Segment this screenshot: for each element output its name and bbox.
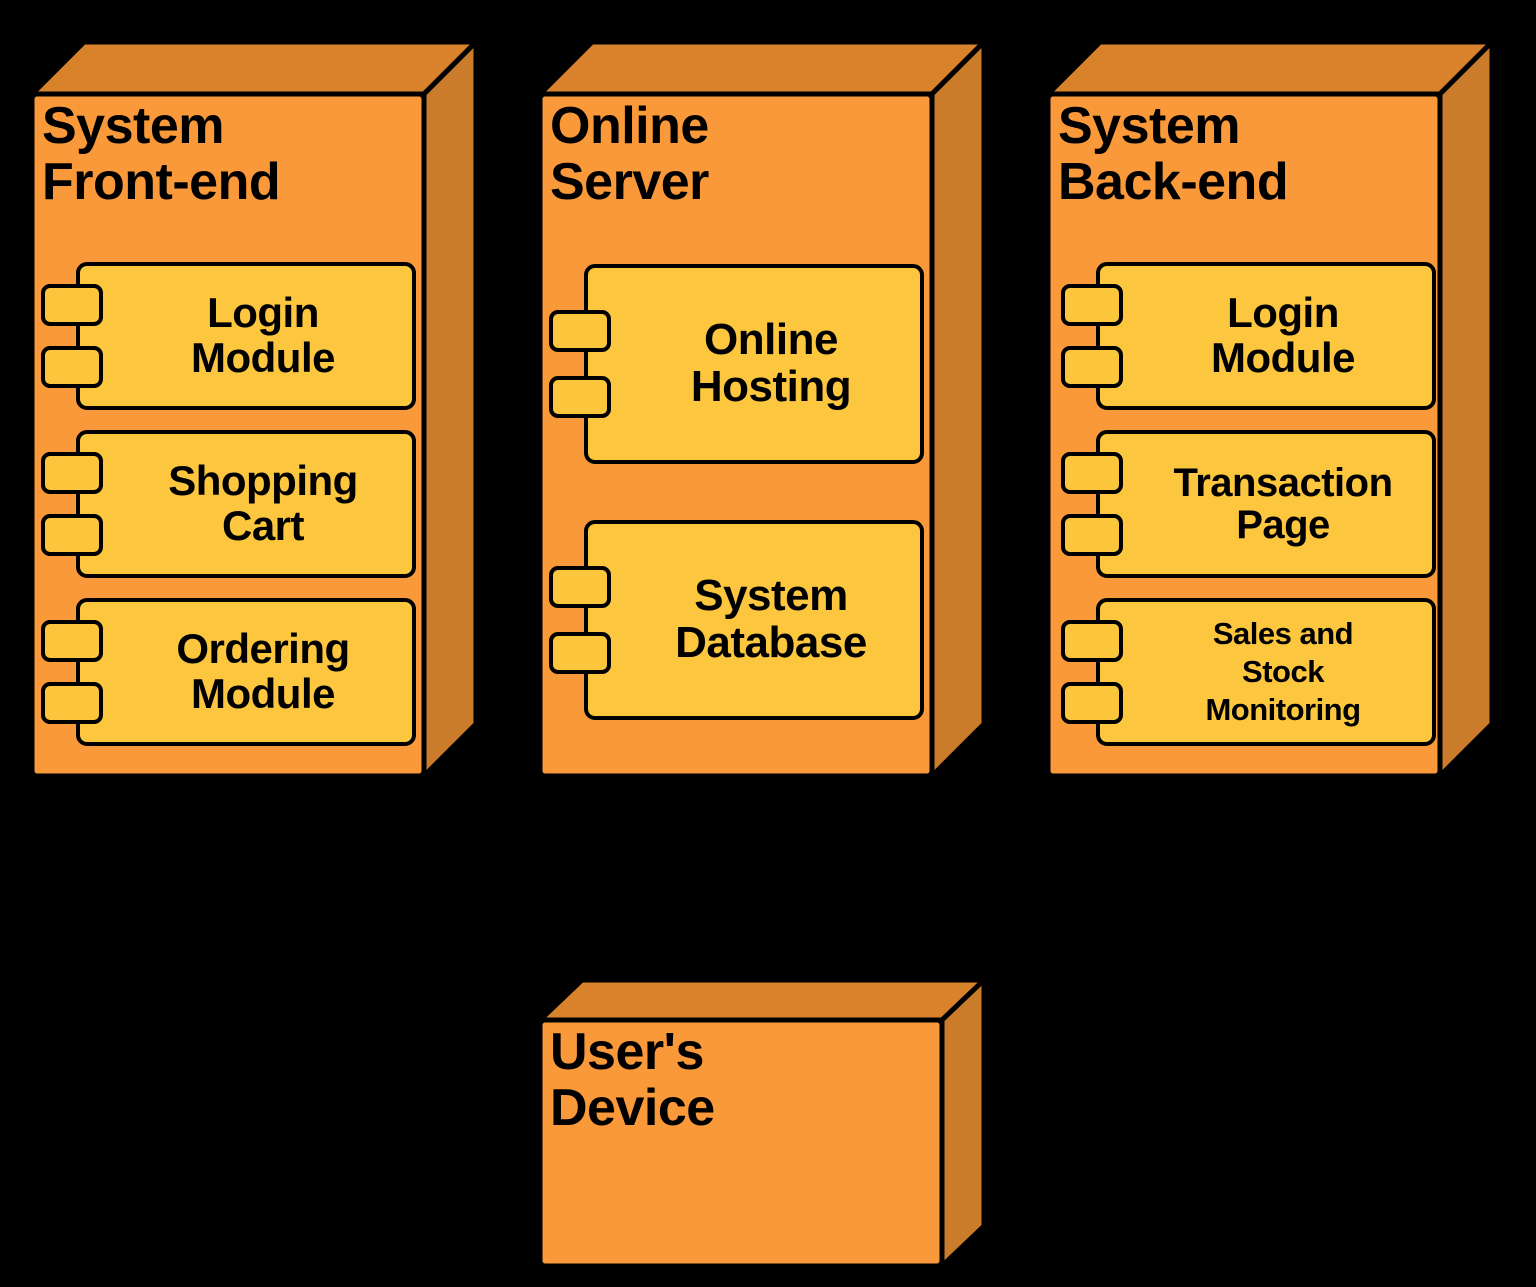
node-3d-shape-users-device — [537, 977, 987, 1269]
node-system-back-end[interactable]: System Back-end Login Module Transaction… — [1044, 32, 1496, 779]
component-tab-icon-top — [1061, 620, 1123, 662]
component-tab-icon-bottom — [41, 346, 103, 388]
node-users-device[interactable]: User's Device — [536, 972, 988, 1272]
component-tab-icon-bottom — [41, 682, 103, 724]
component-label-ordering-module: Ordering Module — [176, 625, 350, 717]
component-label-transaction-page: Transaction Page — [1173, 460, 1393, 547]
component-tab-icon-top — [1061, 284, 1123, 326]
component-label-system-database: System Database — [675, 571, 867, 667]
component-tab-icon-top — [41, 284, 103, 326]
component-label-shopping-cart: Shopping Cart — [168, 457, 358, 549]
node-title-system-front-end: System Front-end — [42, 97, 281, 212]
component-sales-and-stock-monitoring[interactable]: Sales and Stock Monitoring — [1061, 598, 1436, 746]
component-online-hosting[interactable]: Online Hosting — [549, 264, 924, 464]
component-box-online-hosting[interactable]: Online Hosting — [584, 264, 924, 464]
component-login-module[interactable]: Login Module — [41, 262, 416, 410]
component-tab-icon-bottom — [549, 376, 611, 418]
component-label-sales-and-stock-monitoring: Sales and Stock Monitoring — [1205, 616, 1361, 727]
component-box-sales-and-stock-monitoring[interactable]: Sales and Stock Monitoring — [1096, 598, 1436, 746]
component-label-online-hosting: Online Hosting — [690, 315, 852, 411]
component-label-login-module: Login Module — [191, 289, 335, 381]
component-tab-icon-top — [549, 310, 611, 352]
component-tab-icon-bottom — [1061, 346, 1123, 388]
component-tab-icon-top — [549, 566, 611, 608]
component-label-login-module-backend: Login Module — [1211, 289, 1355, 381]
component-box-login-module-backend[interactable]: Login Module — [1096, 262, 1436, 410]
node-title-system-back-end: System Back-end — [1058, 97, 1289, 212]
component-tab-icon-top — [41, 620, 103, 662]
component-tab-icon-top — [1061, 452, 1123, 494]
component-tab-icon-bottom — [41, 514, 103, 556]
component-shopping-cart[interactable]: Shopping Cart — [41, 430, 416, 578]
component-tab-icon-top — [41, 452, 103, 494]
node-system-front-end[interactable]: System Front-end Login Module Shopping C… — [28, 32, 480, 779]
component-box-system-database[interactable]: System Database — [584, 520, 924, 720]
component-transaction-page[interactable]: Transaction Page — [1061, 430, 1436, 578]
component-system-database[interactable]: System Database — [549, 520, 924, 720]
component-ordering-module[interactable]: Ordering Module — [41, 598, 416, 746]
node-online-server[interactable]: Online Server Online Hosting System Data… — [536, 32, 988, 779]
component-login-module-backend[interactable]: Login Module — [1061, 262, 1436, 410]
component-tab-icon-bottom — [1061, 514, 1123, 556]
component-tab-icon-bottom — [1061, 682, 1123, 724]
component-box-ordering-module[interactable]: Ordering Module — [76, 598, 416, 746]
component-box-shopping-cart[interactable]: Shopping Cart — [76, 430, 416, 578]
component-box-transaction-page[interactable]: Transaction Page — [1096, 430, 1436, 578]
component-box-login-module[interactable]: Login Module — [76, 262, 416, 410]
component-tab-icon-bottom — [549, 632, 611, 674]
node-title-online-server: Online Server — [550, 97, 709, 212]
node-title-users-device: User's Device — [550, 1023, 715, 1138]
